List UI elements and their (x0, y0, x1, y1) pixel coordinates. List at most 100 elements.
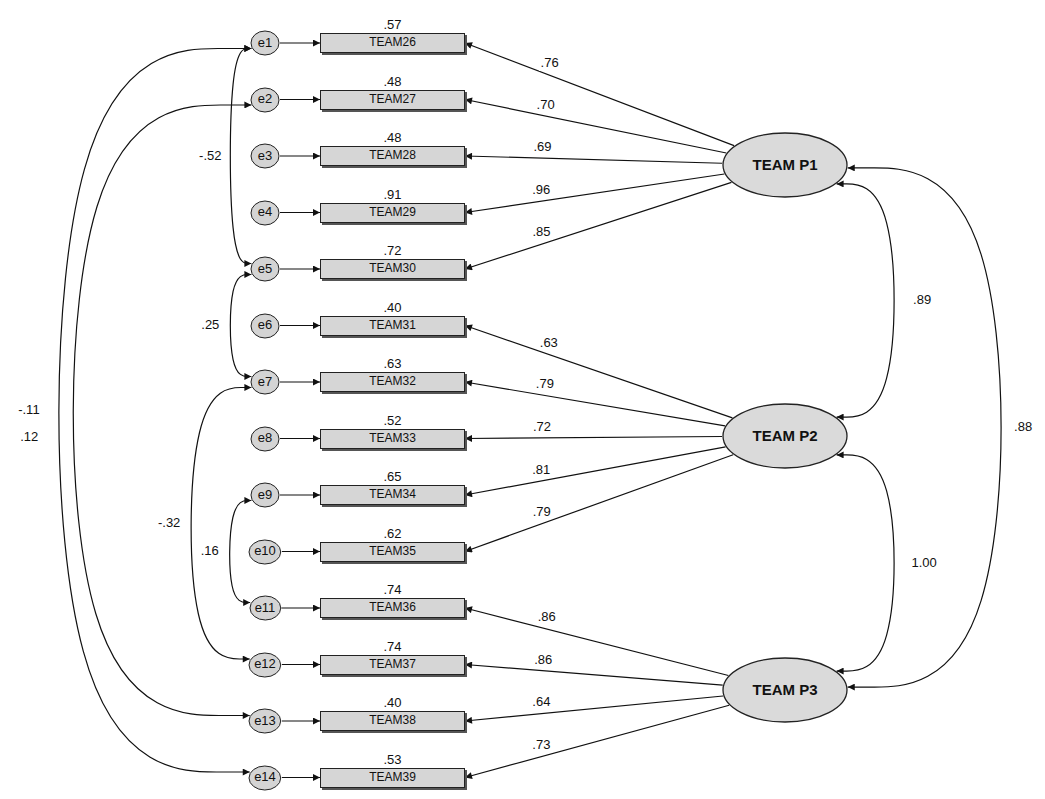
loading-value: .76 (539, 56, 561, 70)
observed-variable-box: .74TEAM36 (320, 598, 465, 618)
latent-factor-ellipse: TEAM P2 (722, 403, 848, 469)
loading-value: .81 (530, 463, 552, 477)
variable-name: TEAM29 (369, 206, 416, 220)
loading-value: .86 (532, 653, 554, 667)
variable-name: TEAM34 (369, 488, 416, 502)
variable-name: TEAM P2 (752, 427, 817, 444)
variable-name: e13 (254, 714, 276, 729)
error-circle: e6 (250, 313, 280, 339)
r-squared-value: .74 (321, 640, 464, 655)
shape-fill (249, 540, 281, 564)
correlation-value: -.52 (197, 149, 223, 163)
variable-name: TEAM38 (369, 714, 416, 728)
path-arrow (465, 43, 734, 146)
variable-name: e3 (258, 149, 272, 164)
variable-name: TEAM36 (369, 601, 416, 615)
path-arrow (280, 381, 320, 382)
shape-fill (251, 201, 279, 225)
shape-fill (249, 709, 281, 733)
shape-fill (251, 257, 279, 281)
loading-value: .73 (530, 738, 552, 752)
correlation-value: .25 (199, 318, 221, 332)
observed-variable-box: .48TEAM28 (320, 146, 465, 166)
loading-value: .72 (531, 420, 553, 434)
error-circle: e13 (248, 708, 282, 734)
shape-fill (251, 370, 279, 394)
variable-name: e1 (258, 36, 272, 51)
variable-name: e5 (258, 262, 272, 277)
loading-value: .79 (534, 377, 556, 391)
shape-fill (723, 658, 847, 722)
error-circle: e12 (248, 652, 282, 678)
shape-fill (251, 483, 279, 507)
error-circle: e14 (248, 765, 282, 791)
path-arrow (465, 665, 723, 686)
path-arrow (465, 608, 728, 675)
covariance-arc (848, 168, 1001, 687)
variable-name: TEAM28 (369, 149, 416, 163)
error-circle: e10 (248, 539, 282, 565)
r-squared-value: .40 (321, 301, 464, 316)
path-arrow (282, 551, 320, 552)
path-arrow (465, 174, 724, 213)
shape-fill (723, 133, 847, 197)
variable-name: e9 (258, 488, 272, 503)
shape-fill (250, 596, 281, 620)
variable-name: TEAM31 (369, 319, 416, 333)
path-arrow (280, 42, 320, 43)
r-squared-value: .48 (321, 75, 464, 90)
loading-value: .86 (536, 610, 558, 624)
r-squared-value: .65 (321, 470, 464, 485)
error-circle: e4 (250, 200, 280, 226)
correlation-value: .16 (199, 544, 221, 558)
variable-name: e11 (255, 601, 276, 616)
loading-value: .96 (530, 183, 552, 197)
path-arrow (282, 720, 320, 721)
path-arrow (280, 438, 320, 439)
shape-fill (249, 766, 281, 790)
path-arrow (465, 156, 722, 163)
variable-name: e2 (258, 92, 272, 107)
covariance-arc (230, 48, 251, 263)
shape-fill (251, 427, 279, 451)
loading-value: .85 (531, 225, 553, 239)
loading-value: .63 (538, 336, 560, 350)
observed-variable-box: .91TEAM29 (320, 203, 465, 223)
error-circle: e9 (250, 482, 280, 508)
observed-variable-box: .53TEAM39 (320, 768, 465, 788)
correlation-value: -.32 (156, 516, 182, 530)
r-squared-value: .63 (321, 357, 464, 372)
observed-variable-box: .74TEAM37 (320, 655, 465, 675)
variable-name: TEAM P3 (752, 681, 817, 698)
variable-name: TEAM P1 (752, 156, 817, 173)
latent-factor-ellipse: TEAM P1 (722, 132, 848, 198)
variable-name: TEAM37 (369, 658, 416, 672)
variable-name: e6 (258, 318, 272, 333)
loading-value: .69 (531, 140, 553, 154)
observed-variable-box: .40TEAM38 (320, 711, 465, 731)
path-arrow (280, 212, 320, 213)
r-squared-value: .52 (321, 414, 464, 429)
covariance-arc (837, 184, 895, 417)
variable-name: TEAM27 (369, 93, 416, 107)
covariance-arc (59, 48, 252, 772)
path-arrow (281, 607, 320, 608)
observed-variable-box: .52TEAM33 (320, 429, 465, 449)
error-circle: e3 (250, 143, 280, 169)
path-arrow (465, 455, 733, 552)
loading-value: .70 (535, 98, 557, 112)
variable-name: e7 (258, 375, 272, 390)
loading-value: .79 (531, 505, 553, 519)
error-circle: e5 (250, 256, 280, 282)
error-circle: e1 (250, 30, 280, 56)
path-arrow (280, 268, 320, 269)
path-arrow (465, 382, 725, 426)
error-circle: e2 (250, 87, 280, 113)
covariance-arc (837, 455, 895, 671)
variable-name: e12 (254, 657, 276, 672)
loading-value: .64 (530, 695, 552, 709)
shape-fill (251, 314, 279, 338)
covariance-arc (191, 387, 251, 659)
path-arrow (465, 100, 726, 153)
